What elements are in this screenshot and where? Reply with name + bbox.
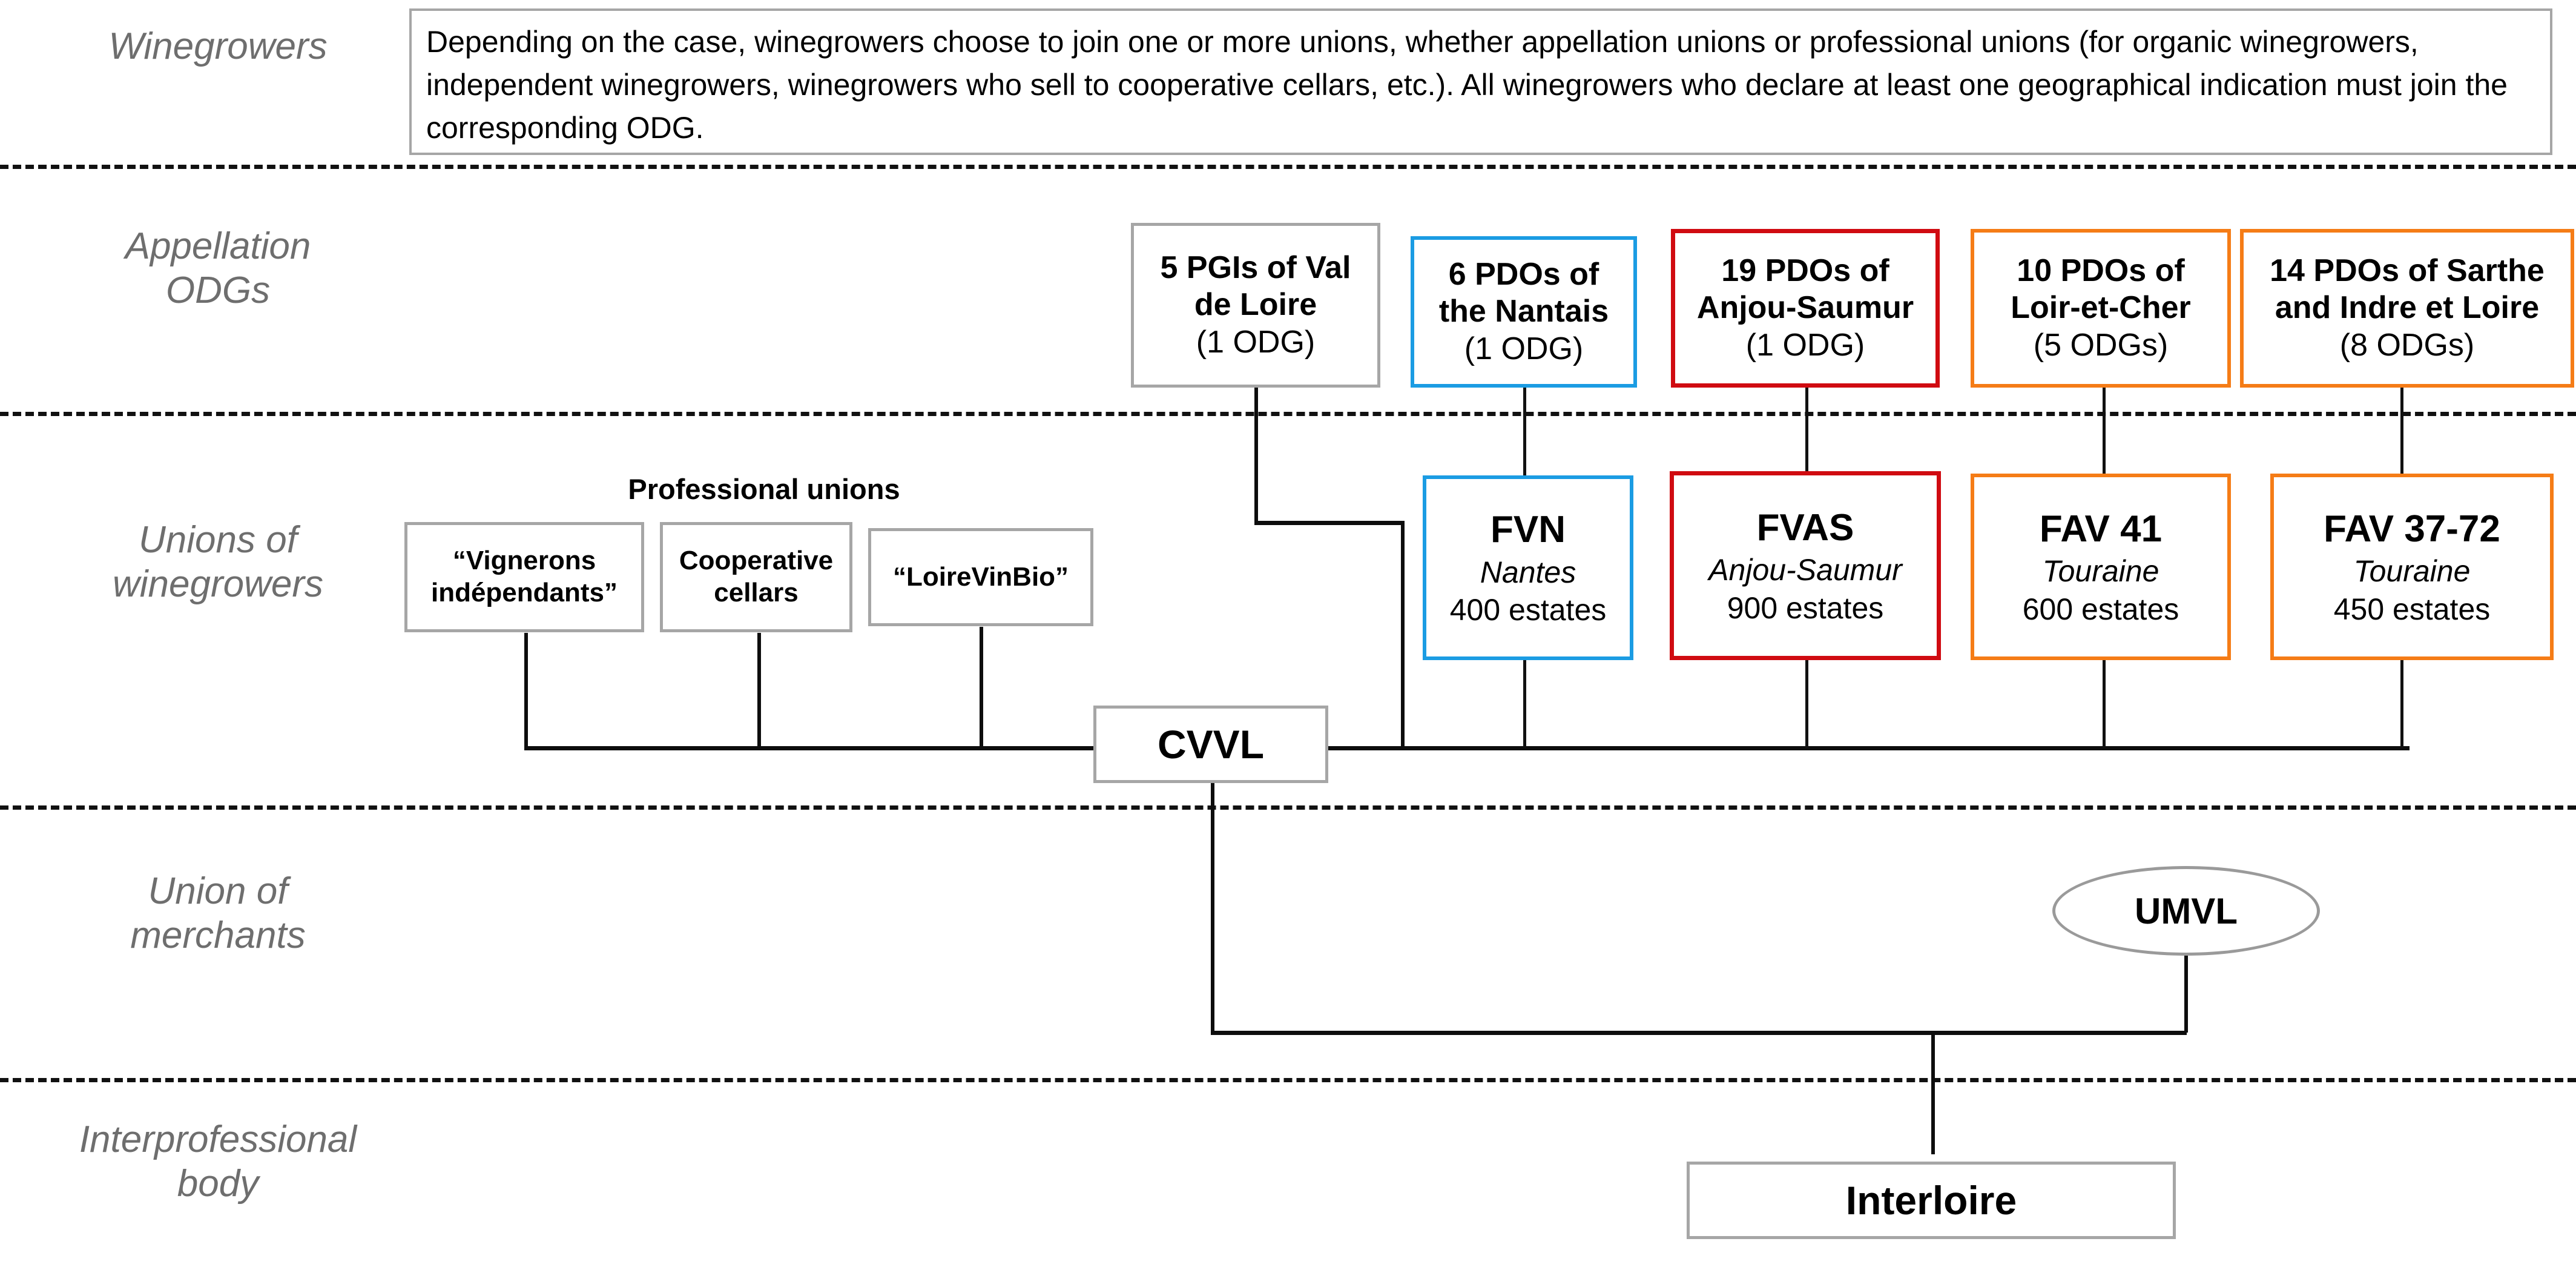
professional-union-loirevinbio[interactable]: “LoireVinBio” (868, 528, 1093, 626)
union-box-fvas[interactable]: FVAS Anjou-Saumur 900 estates (1670, 471, 1941, 660)
divider-appellation (0, 412, 2576, 416)
connector-nantais-to-fvn (1523, 388, 1526, 475)
union-region: Anjou-Saumur (1708, 553, 1902, 587)
professional-union-cooperative-cellars[interactable]: Cooperative cellars (660, 522, 852, 632)
connector-pgi-vertical-b (1401, 521, 1405, 746)
row-label-winegrowers: Winegrowers (0, 24, 436, 68)
connector-bus-right (1326, 746, 2410, 750)
odg-line1: 10 PDOs of (2017, 253, 2185, 288)
odg-line1: 6 PDOs of (1448, 256, 1599, 292)
odg-line2: Loir-et-Cher (2011, 290, 2191, 326)
connector-cvvl-down (1211, 781, 1214, 1033)
connector-fvas-down (1805, 660, 1808, 748)
odg-line1: 5 PGIs of Val (1160, 250, 1351, 285)
odg-line1: 19 PDOs of (1721, 253, 1889, 288)
pu-line2: indépendants” (430, 578, 618, 607)
odg-line3: (1 ODG) (1464, 331, 1584, 366)
row-label-unions-of-winegrowers: Unions of winegrowers (0, 518, 436, 606)
winegrowers-description-text: Depending on the case, winegrowers choos… (426, 25, 2508, 145)
pu-line2: cellars (714, 578, 799, 607)
odg-line2: the Nantais (1438, 294, 1609, 329)
row-label-line2: merchants (130, 914, 306, 957)
row-label-line2: winegrowers (112, 563, 324, 606)
connector-fvn-down (1523, 660, 1526, 748)
pu-line1: “LoireVinBio” (892, 561, 1069, 592)
professional-unions-title: Professional unions (628, 473, 900, 505)
pu-line1: Cooperative (679, 546, 834, 576)
union-name: FVAS (1756, 506, 1854, 549)
union-estates: 450 estates (2333, 592, 2491, 626)
union-box-fvn[interactable]: FVN Nantes 400 estates (1423, 475, 1633, 660)
union-box-fav3772[interactable]: FAV 37-72 Touraine 450 estates (2270, 474, 2554, 660)
row-label-line1: Unions of (139, 519, 297, 561)
federation-box-cvvl[interactable]: CVVL (1093, 706, 1328, 783)
union-region: Touraine (2042, 554, 2159, 589)
connector-bottom-bus (1211, 1031, 2187, 1035)
divider-unions (0, 805, 2576, 810)
connector-bus-left (524, 746, 1096, 750)
row-label-line2: body (177, 1163, 259, 1205)
odg-box-pdo-loir-et-cher[interactable]: 10 PDOs of Loir-et-Cher (5 ODGs) (1971, 229, 2231, 388)
union-name: FVN (1491, 509, 1566, 551)
row-label-line1: Appellation (125, 225, 311, 267)
row-label-line2: ODGs (165, 269, 271, 312)
connector-vignerons-down (524, 633, 528, 748)
odg-line1: 14 PDOs of Sarthe (2270, 253, 2545, 288)
row-label-line1: Interprofessional (79, 1119, 357, 1160)
winegrowers-description-panel: Depending on the case, winegrowers choos… (409, 8, 2552, 155)
merchants-node-umvl[interactable]: UMVL (2052, 866, 2320, 956)
odg-box-pdo-anjou-saumur[interactable]: 19 PDOs of Anjou-Saumur (1 ODG) (1671, 229, 1940, 388)
odg-line3: (1 ODG) (1196, 324, 1316, 360)
connector-pgi-vertical-a (1254, 386, 1258, 523)
federation-label: CVVL (1157, 722, 1265, 767)
union-region: Touraine (2353, 554, 2471, 589)
odg-line3: (8 ODGs) (2339, 327, 2475, 363)
row-label-appellation-odgs: Appellation ODGs (0, 224, 436, 312)
connector-fav3772-down (2400, 660, 2403, 748)
row-label-interprofessional-body: Interprofessional body (0, 1117, 436, 1206)
merchants-label: UMVL (2135, 890, 2238, 931)
union-estates: 400 estates (1449, 593, 1607, 627)
connector-sarthe-to-fav3772 (2400, 388, 2403, 475)
odg-line2: and Indre et Loire (2275, 290, 2540, 326)
row-label-text: Winegrowers (108, 25, 328, 67)
odg-line3: (5 ODGs) (2033, 327, 2169, 363)
interprofessional-box-interloire[interactable]: Interloire (1687, 1162, 2176, 1239)
connector-umvl-down (2184, 954, 2188, 1033)
odg-line2: Anjou-Saumur (1696, 290, 1914, 326)
divider-merchants (0, 1078, 2576, 1082)
connector-to-interloire (1931, 1031, 1935, 1154)
row-label-union-of-merchants: Union of merchants (0, 869, 436, 957)
connector-loiretcher-to-fav41 (2103, 388, 2106, 475)
divider-winegrowers (0, 165, 2576, 169)
union-region: Nantes (1480, 555, 1576, 589)
row-label-line1: Union of (148, 870, 288, 912)
union-estates: 600 estates (2022, 592, 2179, 626)
connector-pgi-horizontal (1254, 521, 1405, 525)
union-box-fav41[interactable]: FAV 41 Touraine 600 estates (1971, 474, 2231, 660)
union-name: FAV 41 (2039, 508, 2163, 550)
union-name: FAV 37-72 (2324, 508, 2500, 550)
odg-box-pgi-val-de-loire[interactable]: 5 PGIs of Val de Loire (1 ODG) (1131, 223, 1380, 388)
connector-loirevinbio-down (980, 627, 983, 748)
connector-fav41-down (2103, 660, 2106, 748)
odg-line2: de Loire (1194, 287, 1317, 323)
interprofessional-label: Interloire (1845, 1178, 2017, 1223)
connector-anjou-to-fvas (1805, 388, 1808, 475)
connector-cooperative-down (757, 633, 761, 748)
odg-line3: (1 ODG) (1745, 327, 1865, 363)
odg-box-pdo-nantais[interactable]: 6 PDOs of the Nantais (1 ODG) (1411, 236, 1637, 388)
professional-union-vignerons-independants[interactable]: “Vignerons indépendants” (404, 522, 644, 632)
pu-line1: “Vignerons (452, 546, 596, 576)
union-estates: 900 estates (1727, 590, 1884, 625)
odg-box-pdo-sarthe-indre-loire[interactable]: 14 PDOs of Sarthe and Indre et Loire (8 … (2240, 229, 2574, 388)
